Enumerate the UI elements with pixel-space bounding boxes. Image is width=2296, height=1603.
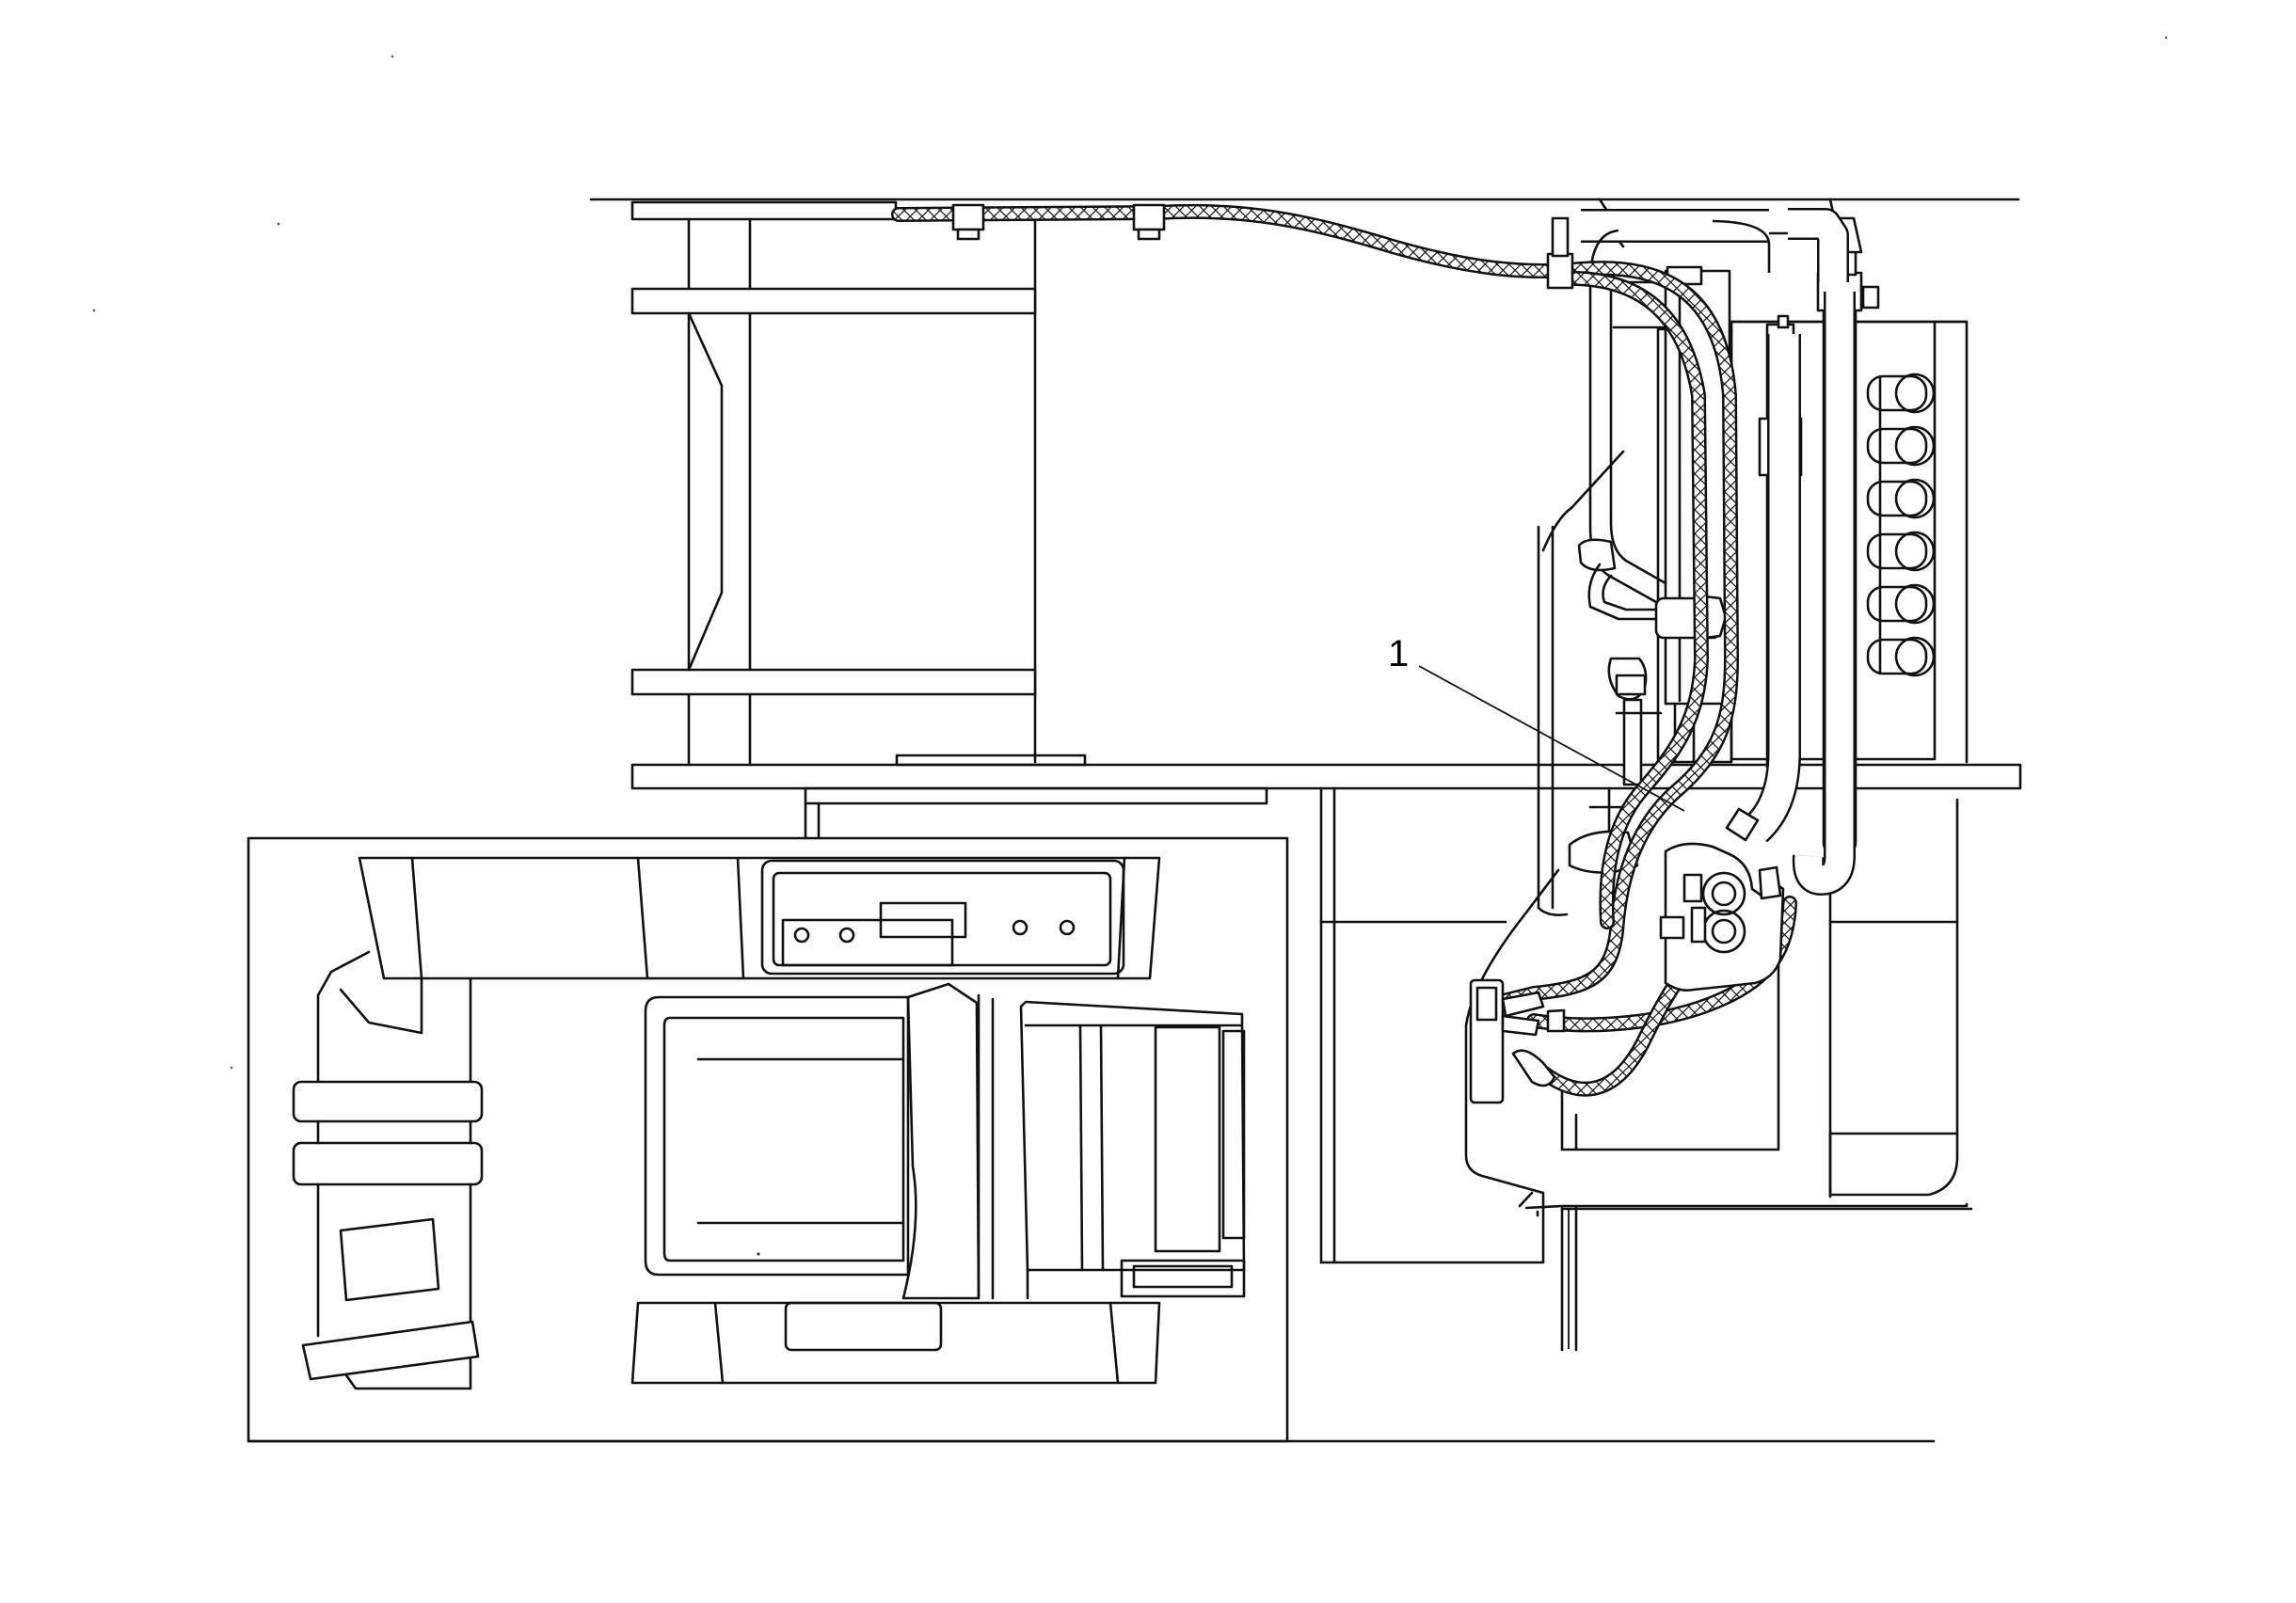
fuel-filter-block (1659, 807, 1785, 992)
engine-compartment (1537, 198, 1969, 916)
bottom-lines (1536, 1210, 1570, 1349)
scan-specks (92, 36, 2168, 1256)
return-pipe (1581, 208, 1856, 897)
callout-1: 1 (1388, 633, 1685, 812)
injector-row (1866, 373, 1936, 677)
hose-clamps (951, 203, 1574, 290)
braided-fuel-hose (891, 203, 1797, 1097)
callout-label-1: 1 (1388, 633, 1409, 675)
lower-right-structure (1319, 786, 1973, 1352)
upper-frame (589, 198, 2022, 839)
cab-assembly (247, 836, 1936, 1443)
hose-fittings (1469, 978, 1566, 1104)
